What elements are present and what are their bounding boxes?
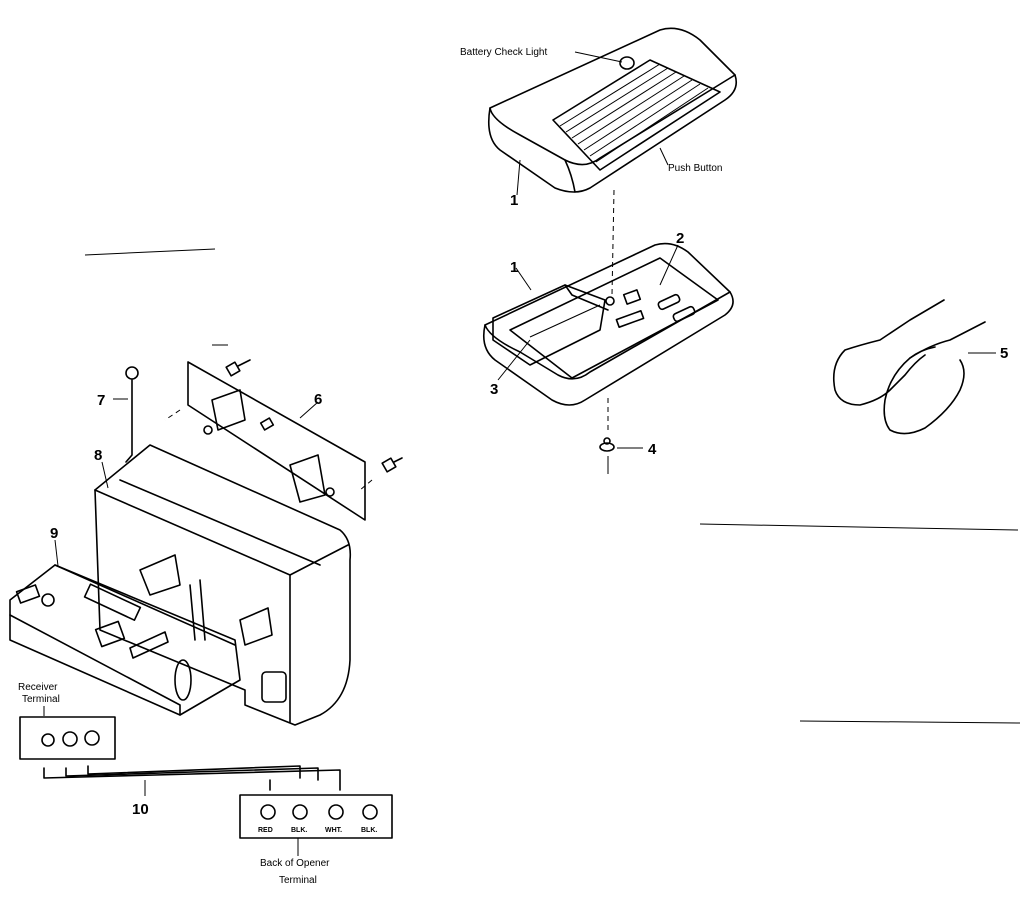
bracket-plate [187,359,403,521]
battery-check-light-lens [619,56,635,70]
opener-terminal-block: RED BLK. WHT. BLK. [239,794,393,839]
battery-block [492,284,606,366]
callout-3: 3 [490,381,498,398]
opener-terminal-label-line1: Back of Opener [260,858,330,869]
terminal-color-red: RED [258,827,273,834]
terminal-color-blk-2: BLK. [361,827,377,834]
callout-4: 4 [648,441,657,458]
transmitter-bottom-case [482,242,734,406]
opener-terminal-label-line2: Terminal [279,875,317,886]
receiver-housing [94,444,352,726]
terminal-color-blk-1: BLK. [291,827,307,834]
callout-7: 7 [97,392,105,409]
receiver-terminal-label-line2: Terminal [22,694,60,705]
receiver-terminal-block [19,716,116,760]
callout-1-bottom: 1 [510,259,518,276]
callout-10: 10 [132,801,149,818]
callout-5: 5 [1000,345,1008,362]
terminal-screw-wht [328,804,344,820]
battery-check-light-label: Battery Check Light [460,47,547,58]
callout-2: 2 [676,230,684,247]
push-button-ribs [552,59,721,171]
push-button-label: Push Button [668,163,722,174]
terminal-screw-blk-2 [362,804,378,820]
screw-part [599,437,615,452]
terminal-screw-blk-1 [292,804,308,820]
wire-harness [43,765,341,791]
stray-lines [84,248,1021,724]
bracket-screw-bottom [381,457,403,473]
receiver-board [9,564,241,716]
receiver-terminal-label-line1: Receiver [18,682,58,693]
antenna [125,366,139,463]
bracket-screw-top [225,359,251,377]
terminal-screw-red [260,804,276,820]
transmitter-top-case [487,27,738,193]
terminal-color-wht: WHT. [325,827,342,834]
callout-9: 9 [50,525,58,542]
visor-clip [832,299,986,435]
callout-1-top: 1 [510,192,518,209]
callout-8: 8 [94,447,102,464]
callout-6: 6 [314,391,322,408]
